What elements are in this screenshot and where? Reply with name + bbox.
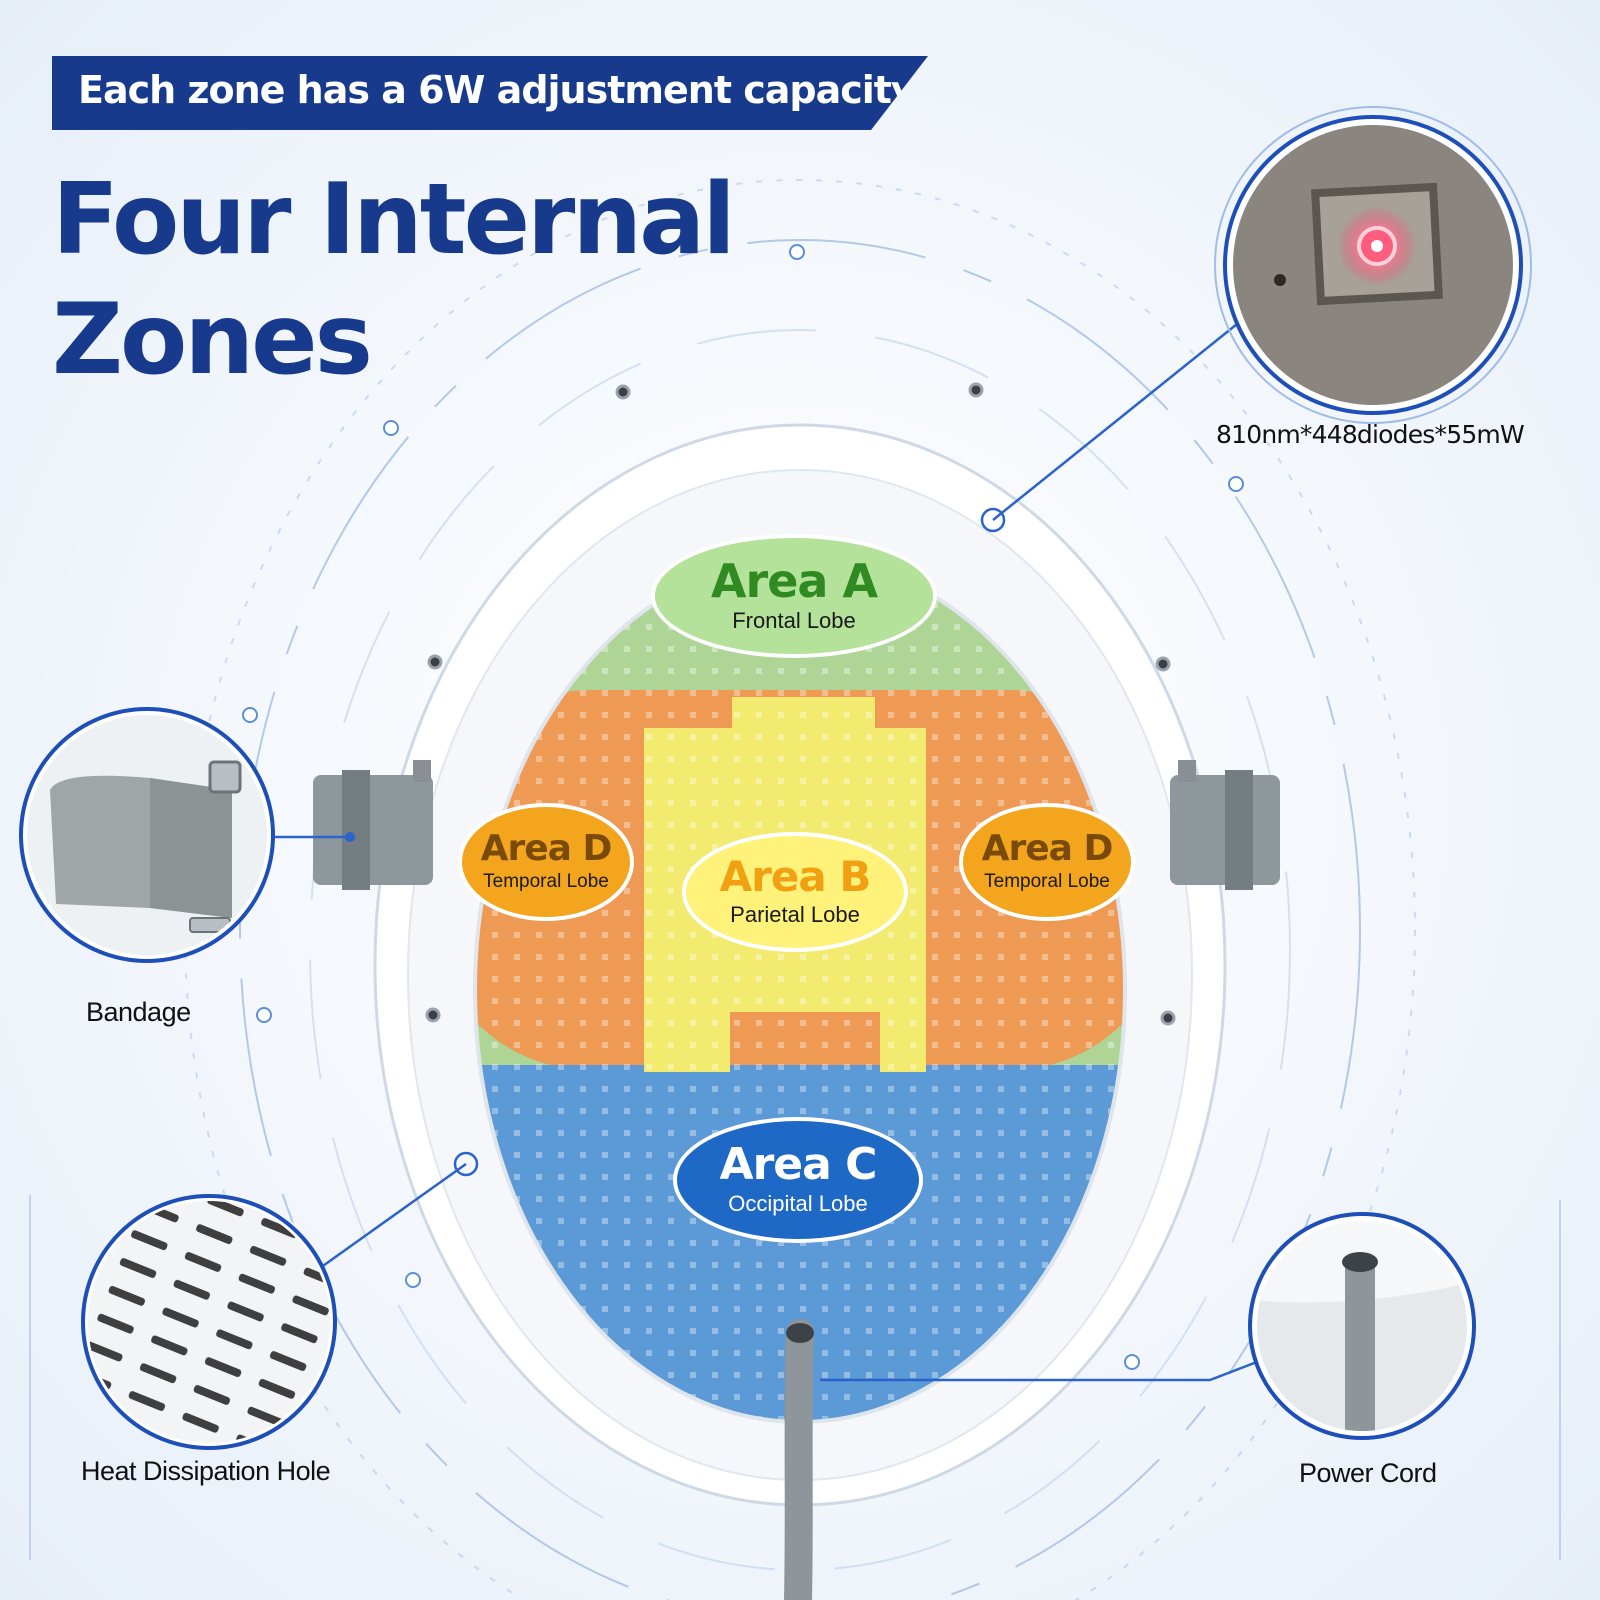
spec-anchor (980, 507, 1006, 533)
zone-b-lobe: Parietal Lobe (730, 902, 860, 927)
page-title: Four Internal Zones (52, 160, 736, 400)
strap-bracket-left (313, 760, 433, 890)
bandage-anchor (345, 832, 355, 842)
zone-b-label: Area B Parietal Lobe (682, 832, 908, 952)
power-cord-caption: Power Cord (1299, 1458, 1437, 1488)
laser-diode-icon (1214, 106, 1532, 424)
heat-dissipation-caption: Heat Dissipation Hole (81, 1456, 331, 1486)
zone-a-lobe: Frontal Lobe (732, 608, 856, 633)
heat-anchor (453, 1151, 479, 1177)
zone-c-label: Area C Occipital Lobe (673, 1117, 923, 1243)
bandage-strap-icon (19, 707, 275, 963)
heat-vent-icon (81, 1194, 337, 1450)
title-line-2: Zones (52, 283, 373, 397)
banner-text: Each zone has a 6W adjustment capacity (78, 68, 916, 112)
zone-d-right-label: Area D Temporal Lobe (959, 803, 1135, 921)
diode-spec-label: 810nm*448diodes*55mW (1216, 420, 1525, 449)
callout-lines (270, 315, 1263, 1382)
power-cord-icon (1248, 1212, 1476, 1440)
capacity-banner: Each zone has a 6W adjustment capacity (52, 56, 928, 130)
title-line-1: Four Internal (52, 163, 736, 277)
zone-d-right-name: Area D (981, 828, 1114, 869)
zone-d-left-lobe: Temporal Lobe (483, 871, 609, 892)
power-cord (784, 1319, 814, 1600)
zone-c-lobe: Occipital Lobe (728, 1191, 868, 1216)
bandage-caption: Bandage (86, 997, 191, 1027)
tech-rings (29, 179, 1561, 1600)
zone-a-label: Area A Frontal Lobe (651, 534, 937, 658)
zone-d-left-name: Area D (480, 828, 613, 869)
zone-d-right-lobe: Temporal Lobe (984, 871, 1110, 892)
zone-c-name: Area C (719, 1139, 878, 1190)
zone-b-name: Area B (719, 852, 872, 901)
ring-nodes (242, 244, 1244, 1370)
zone-a-name: Area A (710, 554, 878, 608)
strap-bracket-right (1170, 760, 1280, 890)
zone-d-left-label: Area D Temporal Lobe (458, 803, 634, 921)
